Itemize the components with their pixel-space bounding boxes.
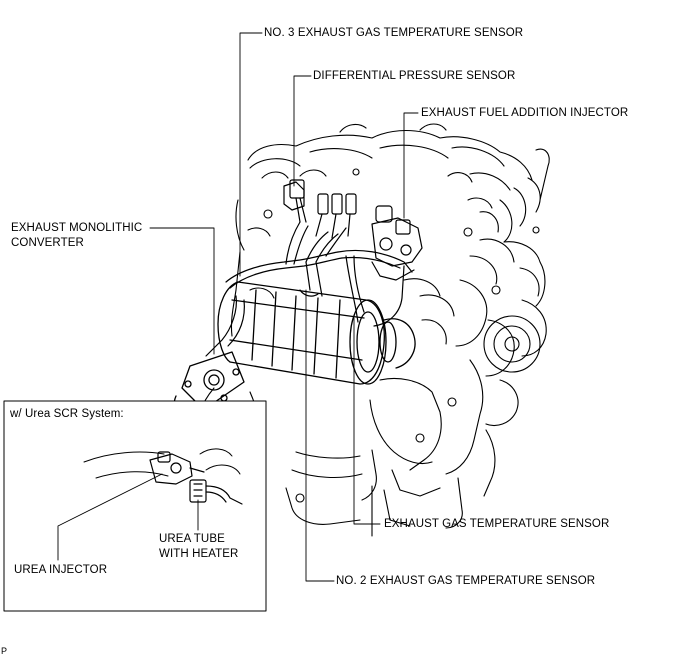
label-exhaust-fuel-addition-injector: EXHAUST FUEL ADDITION INJECTOR — [421, 107, 629, 119]
exhaust-monolithic-converter — [173, 281, 416, 419]
exhaust-fuel-injector — [371, 205, 423, 327]
leader-urea-injector — [57, 473, 163, 561]
label-no2-egt-sensor: NO. 2 EXHAUST GAS TEMPERATURE SENSOR — [336, 575, 596, 587]
label-differential-pressure-sensor: DIFFERENTIAL PRESSURE SENSOR — [313, 70, 516, 82]
label-urea-injector: UREA INJECTOR — [14, 564, 108, 576]
label-exhaust-monolithic-converter-line2: CONVERTER — [11, 237, 84, 249]
leader-fuel-injector — [403, 112, 419, 219]
inset-title: w/ Urea SCR System: — [10, 408, 124, 420]
urea-scr-inset — [3, 400, 267, 612]
label-no3-egt-sensor: NO. 3 EXHAUST GAS TEMPERATURE SENSOR — [264, 27, 524, 39]
urea-injector-part — [149, 451, 205, 485]
leader-no2-egt — [305, 289, 335, 582]
label-exhaust-monolithic-converter-line1: EXHAUST MONOLITHIC — [11, 222, 143, 234]
leader-diff-pressure — [293, 75, 312, 187]
leader-no3-egt — [239, 32, 263, 277]
leader-egt — [353, 317, 381, 525]
label-exhaust-gas-temperature-sensor: EXHAUST GAS TEMPERATURE SENSOR — [384, 518, 610, 530]
label-urea-tube-line2: WITH HEATER — [159, 548, 239, 560]
leader-converter — [149, 227, 215, 355]
label-urea-tube-line1: UREA TUBE — [159, 533, 225, 545]
corner-mark: P — [1, 646, 8, 656]
leader-lines — [57, 32, 419, 582]
